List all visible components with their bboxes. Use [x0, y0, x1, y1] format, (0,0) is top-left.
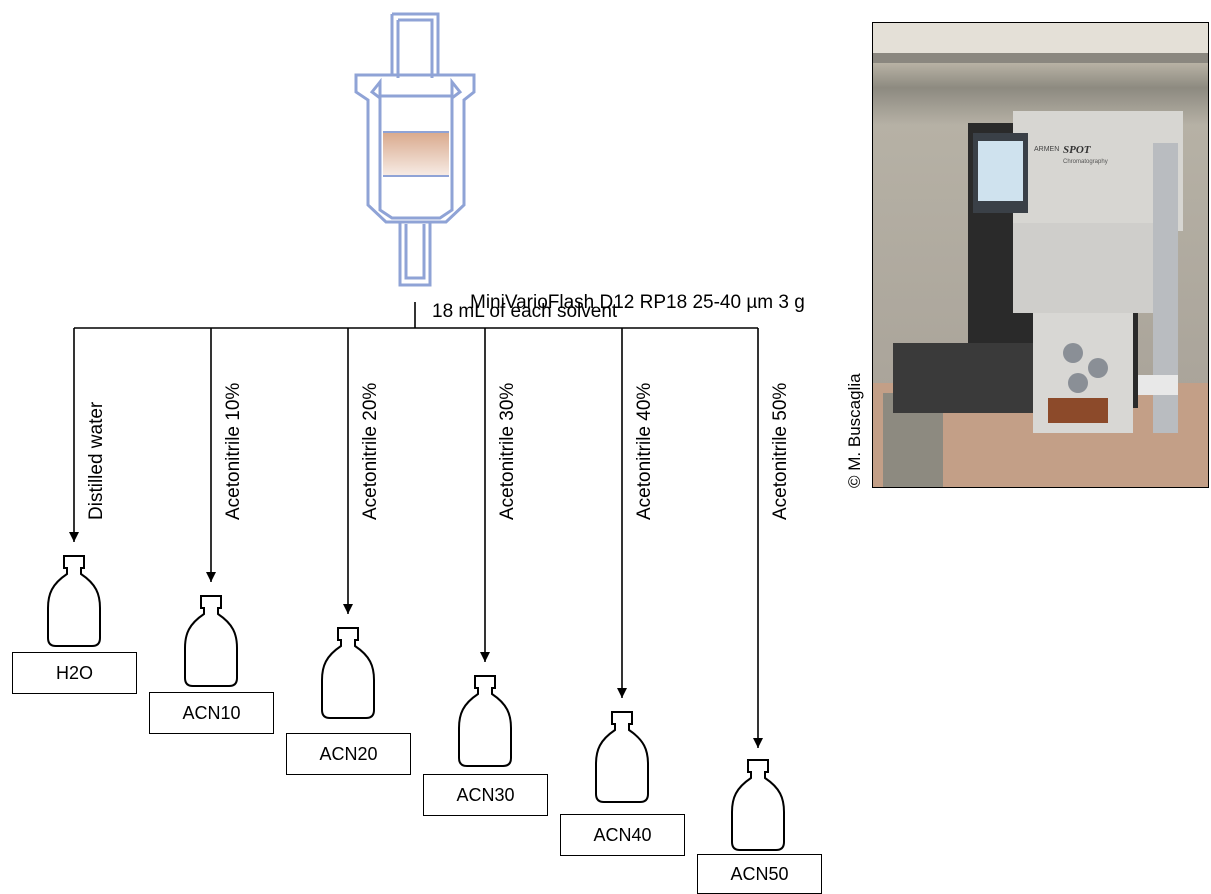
device-subtitle: Chromatography [1063, 159, 1108, 165]
fraction-code-box: ACN50 [697, 854, 822, 894]
arrowhead [343, 604, 353, 614]
fraction-code-box: H2O [12, 652, 137, 694]
bottle-icon [458, 675, 512, 767]
bottle-icon [595, 711, 649, 803]
solvent-label: Acetonitrile 20% [360, 382, 381, 520]
arrowhead [617, 688, 627, 698]
solvent-label: Distilled water [86, 401, 107, 520]
fraction-code-box: ACN30 [423, 774, 548, 816]
fraction-code-box: ACN40 [560, 814, 685, 856]
device-brand: ARMEN [1034, 146, 1059, 153]
solvent-label: Acetonitrile 50% [770, 382, 791, 520]
cartridge-icon [354, 12, 476, 287]
photo-credit: © M. Buscaglia [845, 373, 864, 488]
arrowhead [69, 532, 79, 542]
fraction-code-box: ACN20 [286, 733, 411, 775]
arrowhead [206, 572, 216, 582]
solvent-label: Acetonitrile 10% [223, 382, 244, 520]
bottle-icon [47, 555, 101, 647]
bottle-icon [184, 595, 238, 687]
bottle-icon [731, 759, 785, 851]
arrowhead [753, 738, 763, 748]
fraction-code-box: ACN10 [149, 692, 274, 734]
column-name: MiniVarioFlash D12 RP18 25-40 µm 3 g [470, 292, 805, 313]
flow-volume-label: 18 mL of each solvent [432, 301, 618, 322]
solvent-label: Acetonitrile 40% [634, 382, 655, 520]
bottle-icon [321, 627, 375, 719]
arrowhead [480, 652, 490, 662]
solvent-label: Acetonitrile 30% [497, 382, 518, 520]
sorbent-bed [383, 132, 449, 176]
instrument-photo: ARMEN SPOT Chromatography [872, 22, 1209, 488]
device-model: SPOT [1063, 144, 1092, 156]
